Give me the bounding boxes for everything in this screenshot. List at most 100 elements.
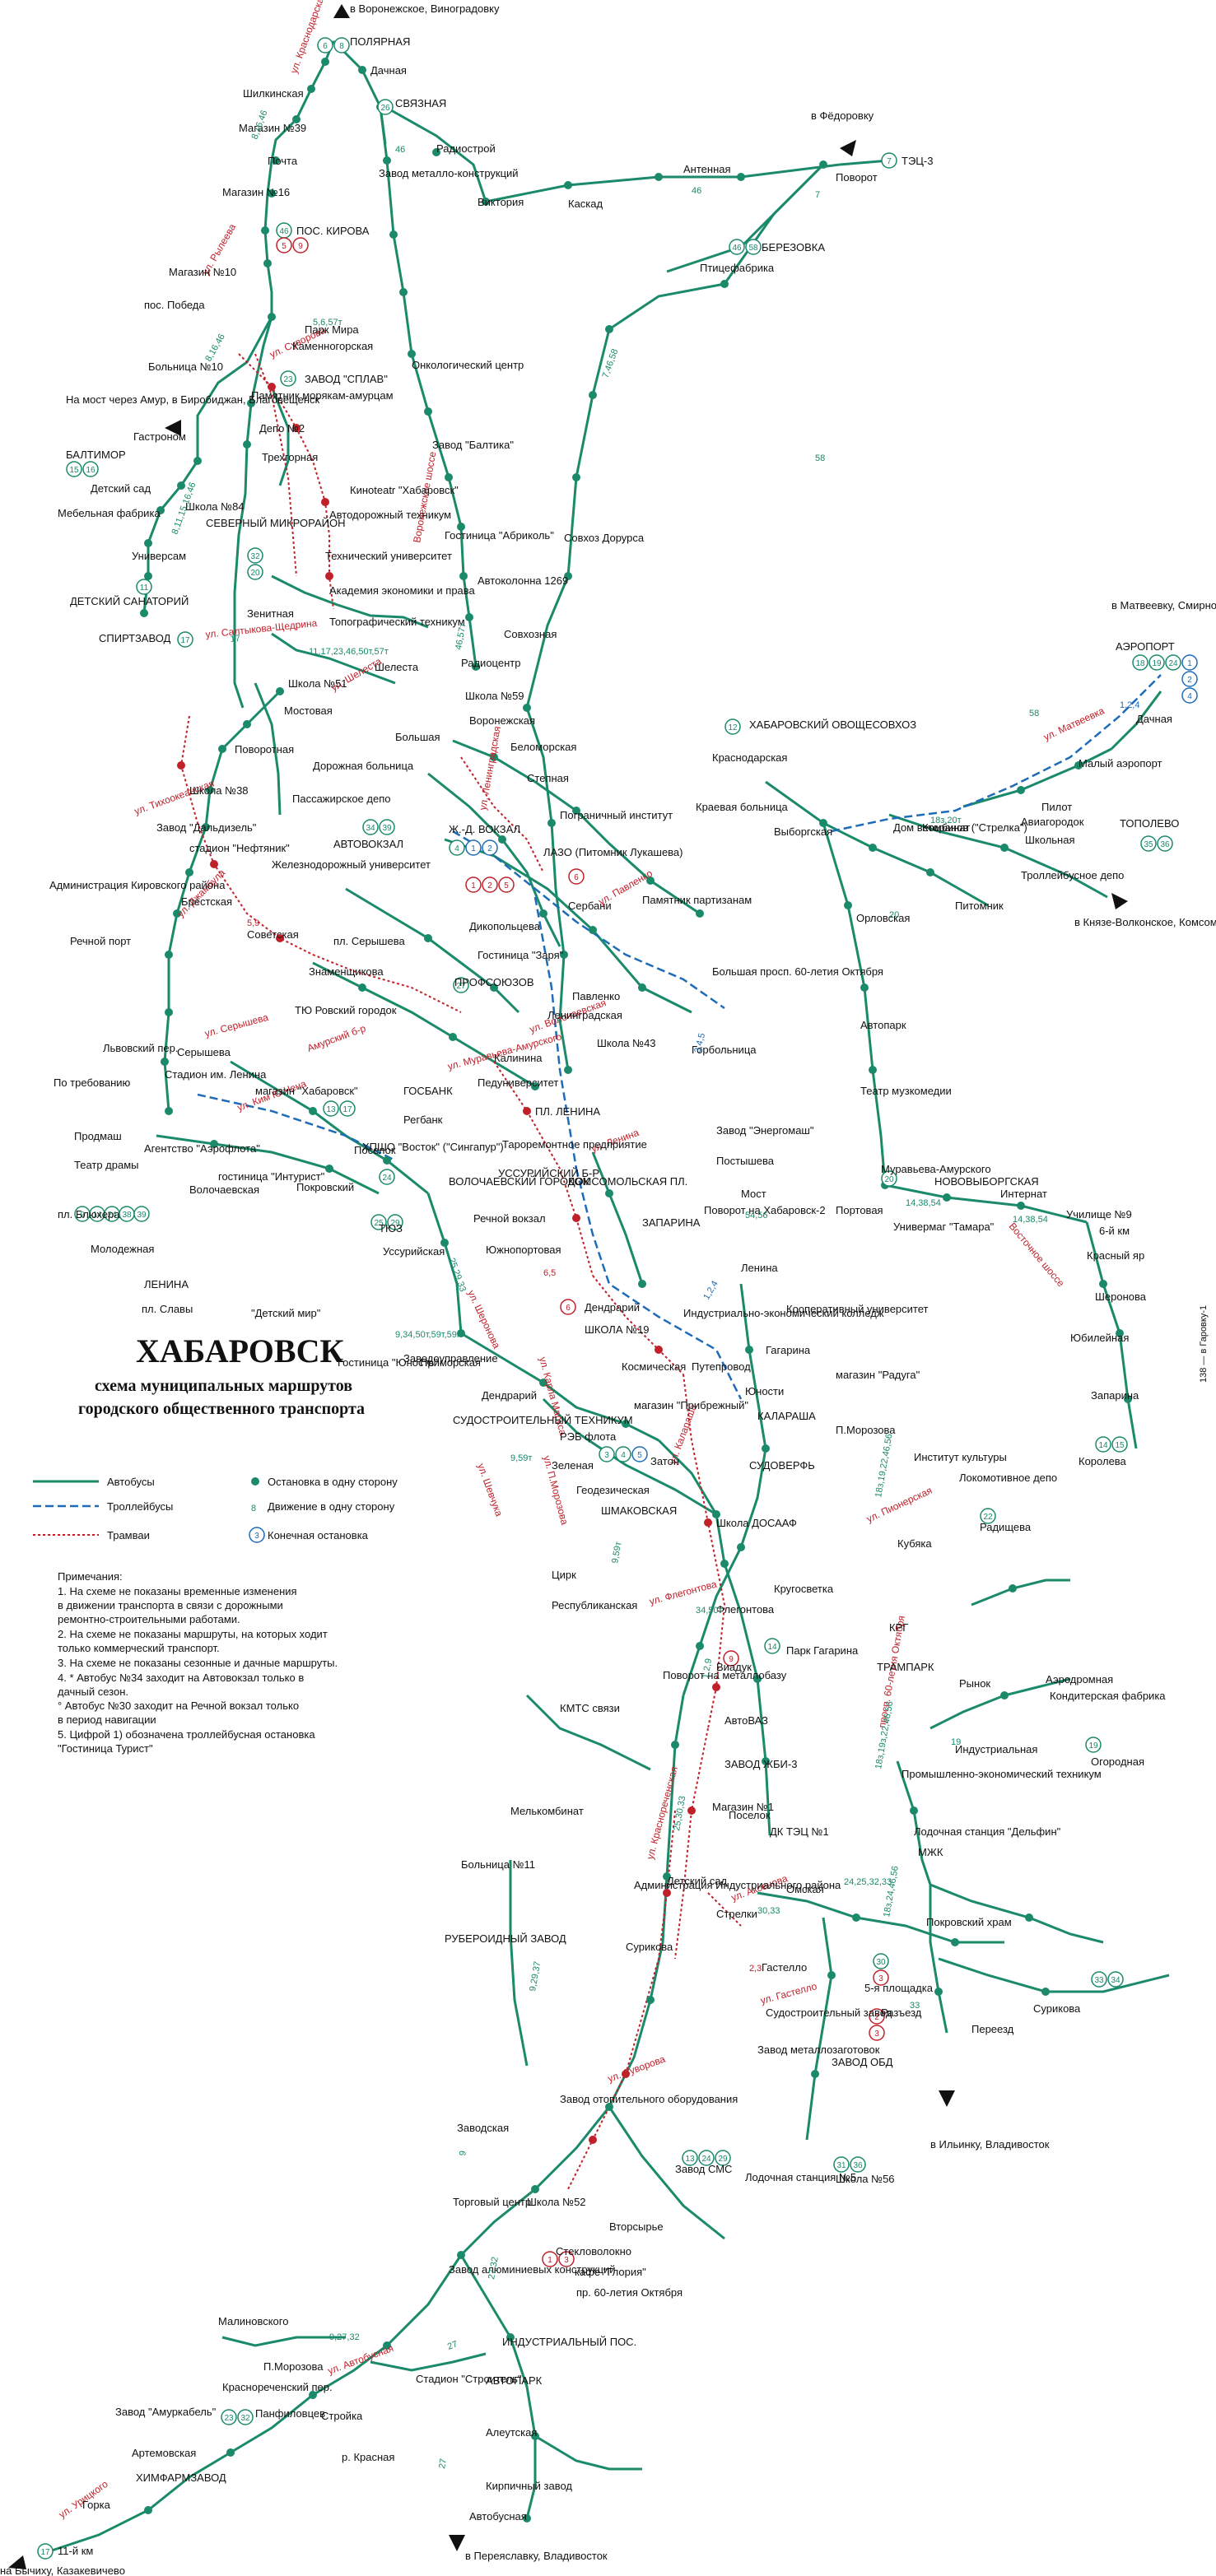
stop-label: Завод "Амуркабель": [115, 2406, 217, 2418]
svg-text:1: 1: [471, 881, 476, 890]
stop-label: Вторсырье: [609, 2220, 664, 2233]
stop-label: Депо №2: [259, 422, 305, 435]
street-label: ул. Матвеевка: [1041, 704, 1106, 742]
stop-label: Пилот: [1041, 801, 1072, 813]
stop-label: КАЛАРАША: [757, 1410, 816, 1422]
stop-label: Республиканская: [552, 1599, 637, 1611]
stop-label: Муравьева-Амурского: [881, 1163, 991, 1175]
stop-label: Индустриальная: [955, 1743, 1037, 1755]
stop-label: Памятник партизанам: [642, 894, 752, 906]
stop-label: ЗАПАРИНА: [642, 1216, 701, 1229]
stop-label: Геодезическая: [576, 1484, 650, 1496]
svg-text:2: 2: [874, 2013, 879, 2022]
stop-label: Орловская: [856, 912, 910, 924]
stop-label: Институт культуры: [914, 1451, 1007, 1463]
svg-text:1,2,4: 1,2,4: [701, 1279, 720, 1301]
stop-label: АЭРОПОРТ: [1116, 640, 1175, 653]
stop-label: Серышева: [177, 1046, 231, 1058]
svg-text:6: 6: [574, 873, 579, 882]
street-label: ул. Салтыкова-Щедрина: [205, 617, 318, 640]
street-label: ул. Тихоокеанская: [133, 778, 216, 817]
svg-text:34,50т: 34,50т: [696, 1606, 723, 1616]
terminals: 6 8 26 7 46 58 46 5 9 23 15 16 32 20 11 …: [37, 37, 1198, 2560]
stop-label: кафе "Глория": [575, 2266, 646, 2278]
svg-text:5,9: 5,9: [247, 918, 259, 928]
stop-label: Пограничный институт: [560, 809, 673, 821]
note-line: 5. Цифрой 1) обозначена троллейбусная ос…: [58, 1728, 315, 1741]
svg-text:27: 27: [437, 2457, 449, 2469]
stop-label: ШКОЛА №19: [585, 1323, 650, 1336]
stop-label: Гастроном: [133, 430, 186, 443]
svg-text:3: 3: [604, 1451, 609, 1460]
stop-label: Универмаг "Тамара": [893, 1221, 995, 1233]
svg-text:14,38,54: 14,38,54: [1013, 1215, 1048, 1225]
stop-label: Шеронова: [1095, 1290, 1147, 1303]
stop-label: Степная: [527, 772, 569, 784]
stop-label: 6-й км: [1099, 1225, 1130, 1237]
svg-text:18: 18: [1135, 659, 1145, 668]
stop-label: Лодочная станция "Дельфин": [914, 1825, 1061, 1838]
svg-text:19: 19: [1152, 659, 1162, 668]
stop-label: ВОЛОЧАЕВСКИЙ ГОРОДОК: [449, 1175, 590, 1188]
stop-label: Малый аэропорт: [1079, 757, 1162, 770]
svg-text:36: 36: [1160, 840, 1170, 849]
stop-label: р. Красная: [342, 2451, 394, 2463]
svg-text:20: 20: [250, 569, 260, 578]
arrow-southwest-icon: [8, 2555, 26, 2569]
svg-text:5: 5: [504, 881, 509, 890]
legend: Автобусы Троллейбусы Трамваи Остановка в…: [33, 1476, 398, 1543]
svg-text:58: 58: [815, 453, 825, 463]
stop-label: Рынок: [959, 1677, 990, 1690]
svg-text:24: 24: [1168, 659, 1178, 668]
stop-label: СПИРТЗАВОД: [99, 632, 171, 644]
stop-label: Парк Мира: [305, 323, 359, 336]
stop-label: Речной порт: [70, 935, 131, 947]
svg-text:1: 1: [471, 844, 476, 853]
stop-label: Пассажирское депо: [292, 793, 390, 805]
stop-label: Затон: [650, 1455, 679, 1467]
stop-label: ПОС. КИРОВА: [296, 225, 370, 237]
stop-label: Кирпичный завод: [486, 2480, 572, 2492]
stop-label: Комбинат: [922, 821, 970, 834]
stop-label: Тарoремонтное предприятие: [502, 1138, 647, 1151]
stop-label: БЕРЕЗОВКА: [762, 241, 825, 253]
stop-label: Больница №10: [148, 360, 223, 373]
note-line: 4. * Автобус №34 заходит на Автовокзал т…: [58, 1672, 304, 1684]
stop-label: Шилкинская: [243, 87, 304, 100]
stop-label: пл. Блюхера: [58, 1208, 120, 1221]
stop-label: Горбольница: [692, 1044, 757, 1056]
stop-label: Троллейбусное депо: [1021, 869, 1124, 881]
stop-label: Мостовая: [284, 704, 333, 717]
svg-text:34: 34: [1111, 1976, 1120, 1985]
street-label: ул. Суворова: [606, 2053, 667, 2084]
stop-label: Покровский: [296, 1181, 354, 1193]
stop-label: Радищева: [980, 1521, 1032, 1533]
svg-text:4: 4: [1187, 692, 1192, 701]
stop-label: Детский сад: [91, 482, 151, 495]
svg-text:9: 9: [80, 1211, 85, 1220]
svg-text:3: 3: [878, 1974, 883, 1983]
stop-label: ДЕТСКИЙ САНАТОРИЙ: [70, 595, 189, 607]
stop-label: Театр драмы: [74, 1159, 139, 1171]
stop-label: ЗАВОД ОБД: [832, 2056, 893, 2068]
stop-label: ТЮЗ: [379, 1222, 403, 1235]
svg-text:34: 34: [366, 824, 375, 833]
route-number-labels: 8,16,46 46 46 7 7,46,58 58 8,16,46 5,6,5…: [170, 109, 1140, 2469]
stop-label: П.Морозова: [836, 1424, 896, 1436]
arrow-south2-icon: [449, 2535, 465, 2551]
stop-label: Шелеста: [375, 661, 419, 673]
stop-label: ХПШО "Восток" ("Сингапур"): [362, 1141, 504, 1153]
stop-label: Радиострой: [436, 142, 496, 155]
stop-label: Красный яр: [1087, 1249, 1144, 1262]
svg-text:18з,24,46,56: 18з,24,46,56: [882, 1865, 901, 1918]
svg-text:32: 32: [250, 552, 260, 561]
svg-text:24,25,32,33: 24,25,32,33: [844, 1877, 892, 1887]
direction-label: в Переяславку, Владивосток: [465, 2550, 608, 2562]
stop-label: Стекловолокно: [556, 2245, 631, 2257]
stop-label: Сербани: [568, 900, 612, 912]
stop-label: Кругосветка: [774, 1583, 834, 1595]
svg-text:9,34,50т,59т,59н: 9,34,50т,59т,59н: [395, 1330, 462, 1340]
note-line: "Гостиница Турист": [58, 1742, 153, 1755]
svg-text:17: 17: [230, 634, 240, 644]
street-label: ул. Гастелло: [759, 1980, 818, 2006]
